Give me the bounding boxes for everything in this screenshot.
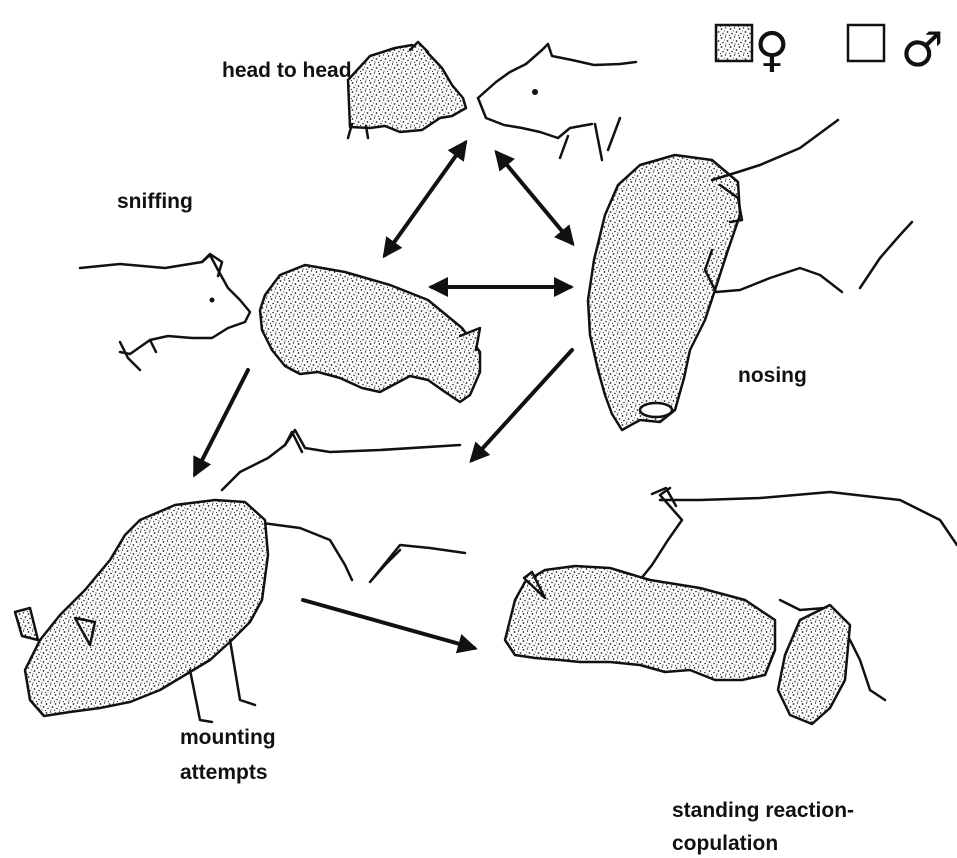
label-nosing: nosing (738, 362, 807, 389)
boar-jaw (478, 98, 592, 138)
label-mounting-line1: mounting (180, 724, 276, 751)
copulation-boar-hindleg (778, 605, 850, 724)
head-to-head-illustration (348, 42, 636, 160)
label-standing-line2: copulation (672, 830, 778, 857)
nosing-sow-snout (640, 403, 672, 417)
label-head-to-head: head to head (222, 57, 352, 84)
mounting-illustration (15, 430, 465, 722)
arrow-headtohead-sniffing (385, 143, 465, 255)
arrow-nosing-mounting (472, 350, 572, 460)
label-standing-line1: standing reaction- (672, 797, 854, 824)
label-sniffing: sniffing (117, 188, 193, 215)
mounting-boar-ear (285, 432, 302, 452)
mounting-sow (25, 500, 268, 716)
label-mounting-line2: attempts (180, 759, 268, 786)
legend: ♀ ♂ (716, 22, 944, 78)
sow-head-left (348, 45, 466, 132)
copulation-sow (505, 566, 775, 680)
copulation-illustration (505, 488, 957, 724)
male-symbol: ♂ (900, 22, 943, 78)
sniffing-boar-leg (120, 340, 156, 370)
male-legend-swatch (848, 25, 884, 61)
arrow-sniffing-mounting (195, 370, 248, 474)
arrow-mounting-copulation (303, 600, 474, 648)
boar-head-right (478, 44, 636, 98)
female-legend-swatch (716, 25, 752, 61)
sniffing-boar (80, 255, 250, 354)
arrow-headtohead-nosing (497, 153, 572, 243)
female-symbol: ♀ (754, 22, 789, 78)
sniffing-illustration (80, 254, 480, 402)
